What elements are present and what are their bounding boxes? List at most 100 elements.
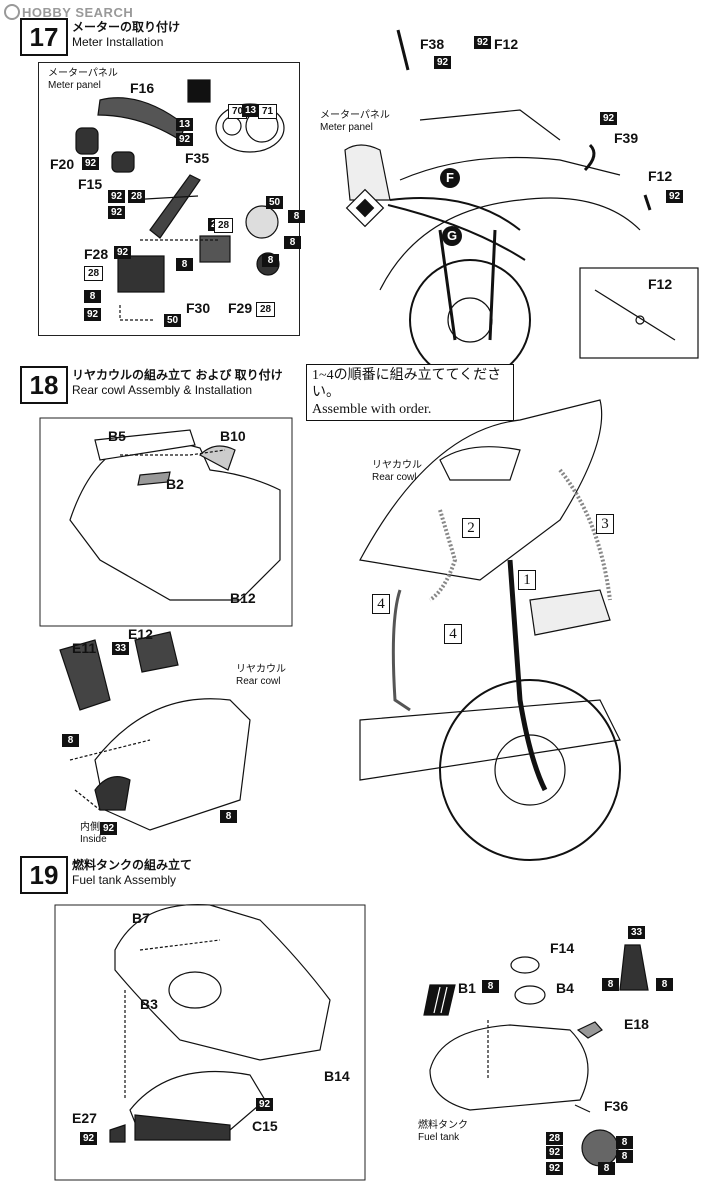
code-badge: 8 bbox=[482, 980, 499, 993]
part-f36: F36 bbox=[604, 1098, 629, 1114]
code-badge: 92 bbox=[80, 1132, 97, 1145]
code-badge: 8 bbox=[84, 290, 101, 303]
code-badge: 92 bbox=[474, 36, 491, 49]
part-e12: E12 bbox=[128, 626, 153, 642]
part-f14: F14 bbox=[550, 940, 575, 956]
order-mark-4b: 4 bbox=[444, 624, 462, 644]
code-badge: 92 bbox=[600, 112, 617, 125]
inside-label-jp: 内側 bbox=[80, 822, 100, 833]
code-badge: 92 bbox=[100, 822, 117, 835]
step-18-title: リヤカウルの組み立て および 取り付け Rear cowl Assembly &… bbox=[72, 368, 283, 398]
part-b2: B2 bbox=[166, 476, 184, 492]
step-17-title: メーターの取り付け Meter Installation bbox=[72, 20, 180, 50]
code-badge: 8 bbox=[284, 236, 301, 249]
route-mark-f: F bbox=[440, 168, 460, 188]
code-badge: 92 bbox=[84, 308, 101, 321]
part-f15: F15 bbox=[78, 176, 103, 192]
meter-panel-label-en: Meter panel bbox=[48, 80, 101, 91]
code-badge: 28 bbox=[128, 190, 145, 203]
code-badge: 8 bbox=[616, 1136, 633, 1149]
code-badge: 8 bbox=[616, 1150, 633, 1163]
part-f39: F39 bbox=[614, 130, 639, 146]
code-badge: 92 bbox=[546, 1146, 563, 1159]
code-badge: 92 bbox=[256, 1098, 273, 1111]
code-badge: 8 bbox=[656, 978, 673, 991]
step-19-number: 19 bbox=[20, 856, 68, 894]
part-e27: E27 bbox=[72, 1110, 97, 1126]
route-mark-g: G bbox=[442, 226, 462, 246]
part-f38: F38 bbox=[420, 36, 445, 52]
part-f20: F20 bbox=[50, 156, 75, 172]
part-e11: E11 bbox=[72, 640, 97, 656]
code-badge: 8 bbox=[262, 254, 279, 267]
part-f35: F35 bbox=[185, 150, 210, 166]
code-badge: 13 bbox=[242, 104, 259, 117]
step-18-title-jp: リヤカウルの組み立て および 取り付け bbox=[72, 368, 283, 382]
step-17-number: 17 bbox=[20, 18, 68, 56]
part-f12-inset: F12 bbox=[648, 276, 673, 292]
note-jp: 1~4の順番に組み立ててください。 bbox=[312, 368, 502, 400]
inside-label-en: Inside bbox=[80, 834, 107, 845]
right-rear-cowl-label-en: Rear cowl bbox=[372, 472, 417, 483]
code-badge: 92 bbox=[546, 1162, 563, 1175]
code-badge: 28 bbox=[214, 218, 233, 233]
order-mark-2: 2 bbox=[462, 518, 480, 538]
code-badge: 92 bbox=[434, 56, 451, 69]
order-mark-4a: 4 bbox=[372, 594, 390, 614]
code-badge: 8 bbox=[602, 978, 619, 991]
order-mark-1: 1 bbox=[518, 570, 536, 590]
fuel-tank-label-en: Fuel tank bbox=[418, 1132, 460, 1143]
part-b12: B12 bbox=[230, 590, 256, 606]
step-17-title-jp: メーターの取り付け bbox=[72, 20, 181, 34]
part-f28: F28 bbox=[84, 246, 109, 262]
code-badge: 28 bbox=[256, 302, 275, 317]
code-badge: 8 bbox=[62, 734, 79, 747]
code-badge: 8 bbox=[288, 210, 305, 223]
step-18-number: 18 bbox=[20, 366, 68, 404]
code-badge: 92 bbox=[82, 157, 99, 170]
code-badge: 92 bbox=[108, 206, 125, 219]
code-badge: 92 bbox=[108, 190, 125, 203]
code-badge: 92 bbox=[114, 246, 131, 259]
right-rear-cowl-label-jp: リヤカウル bbox=[372, 460, 422, 471]
code-badge: 28 bbox=[84, 266, 103, 281]
code-badge: 8 bbox=[598, 1162, 615, 1175]
rear-cowl-label-jp: リヤカウル bbox=[236, 664, 286, 675]
code-badge: 50 bbox=[164, 314, 181, 327]
order-mark-3: 3 bbox=[596, 514, 614, 534]
part-b5: B5 bbox=[108, 428, 126, 444]
assembly-order-note: 1~4の順番に組み立ててください。 Assemble with order. bbox=[306, 364, 514, 421]
code-badge: 92 bbox=[666, 190, 683, 203]
code-badge: 71 bbox=[258, 104, 277, 119]
code-badge: 8 bbox=[220, 810, 237, 823]
part-f29: F29 bbox=[228, 300, 253, 316]
step-18-title-en: Rear cowl Assembly & Installation bbox=[72, 383, 253, 397]
part-b10: B10 bbox=[220, 428, 246, 444]
part-b14: B14 bbox=[324, 1068, 350, 1084]
fuel-tank-label-jp: 燃料タンク bbox=[418, 1120, 468, 1131]
code-badge: 13 bbox=[176, 118, 193, 131]
step-17-title-en: Meter Installation bbox=[72, 35, 164, 49]
part-b3: B3 bbox=[140, 996, 158, 1012]
code-badge: 33 bbox=[112, 642, 129, 655]
part-f30: F30 bbox=[186, 300, 211, 316]
code-badge: 50 bbox=[266, 196, 283, 209]
code-badge: 33 bbox=[628, 926, 645, 939]
part-b1: B1 bbox=[458, 980, 476, 996]
rear-cowl-label-en: Rear cowl bbox=[236, 676, 281, 687]
meter-panel-label-jp: メーターパネル bbox=[48, 68, 118, 79]
part-b7: B7 bbox=[132, 910, 150, 926]
right-meter-panel-label-jp: メーターパネル bbox=[320, 110, 390, 121]
step-19-title: 燃料タンクの組み立て Fuel tank Assembly bbox=[72, 858, 192, 888]
step-19-title-en: Fuel tank Assembly bbox=[72, 873, 177, 887]
code-badge: 8 bbox=[176, 258, 193, 271]
part-f12-right: F12 bbox=[648, 168, 673, 184]
part-e18: E18 bbox=[624, 1016, 649, 1032]
note-en: Assemble with order. bbox=[312, 402, 432, 417]
right-meter-panel-label-en: Meter panel bbox=[320, 122, 373, 133]
part-c15: C15 bbox=[252, 1118, 278, 1134]
part-b4: B4 bbox=[556, 980, 574, 996]
code-badge: 92 bbox=[176, 133, 193, 146]
watermark: HOBBY SEARCH bbox=[4, 4, 133, 20]
